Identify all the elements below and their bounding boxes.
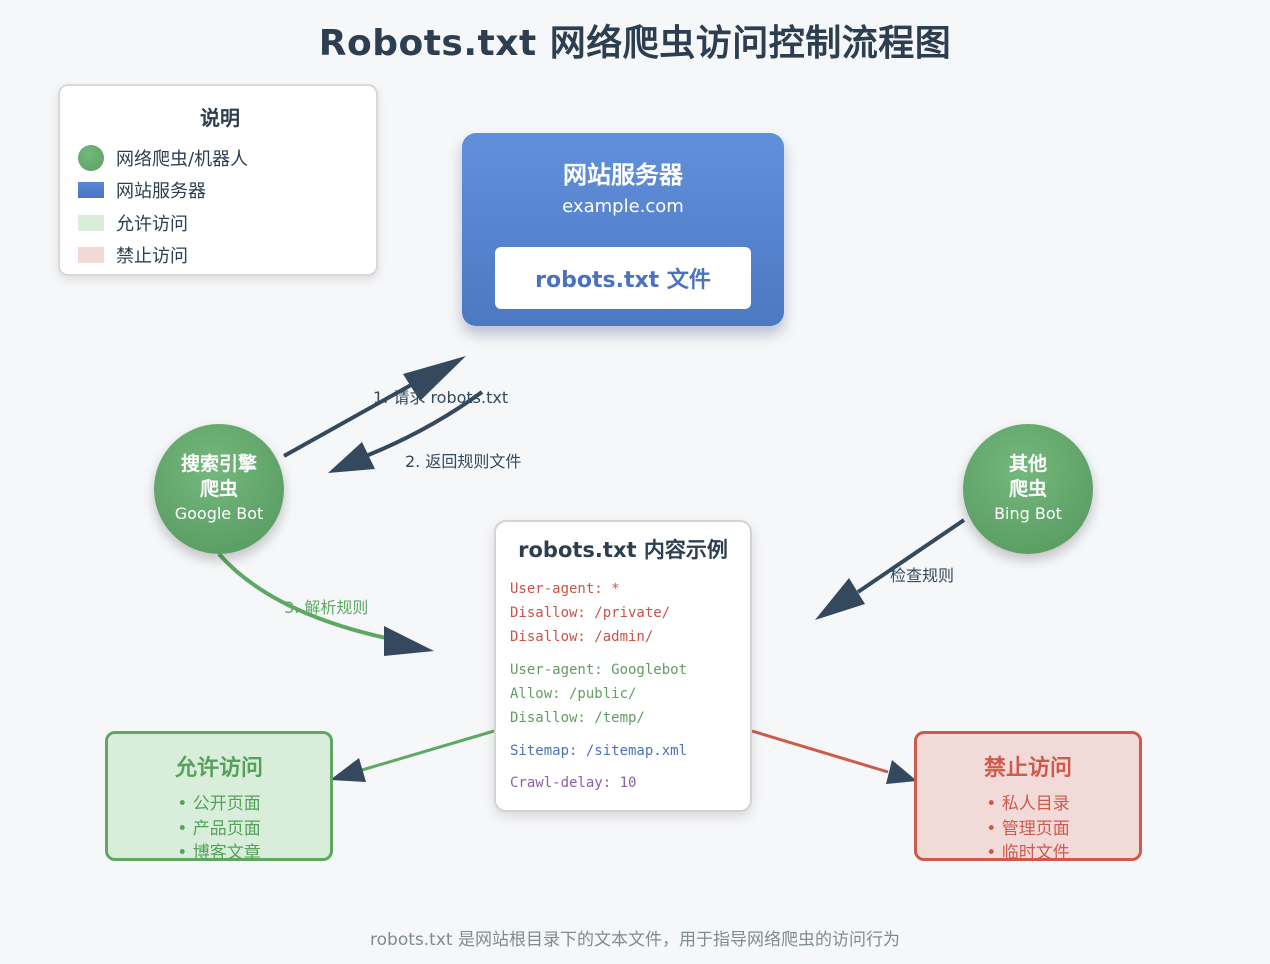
code-line: Allow: /public/ xyxy=(510,686,637,702)
legend-item-deny: 禁止访问 xyxy=(78,242,188,268)
legend-item-server: 网站服务器 xyxy=(78,177,206,203)
deny-item: • 临时文件 xyxy=(986,843,1070,863)
allow-connector xyxy=(361,729,495,772)
crawler-name: 搜索引擎 爬虫 xyxy=(154,452,284,502)
server-title: 网站服务器 xyxy=(563,161,683,189)
check-arrow xyxy=(856,518,966,594)
allow-item: • 博客文章 xyxy=(177,843,261,863)
code-line: User-agent: * xyxy=(510,581,620,597)
code-line: Disallow: /admin/ xyxy=(510,629,654,645)
deny-swatch-icon xyxy=(78,247,104,263)
crawler-name-line2: 爬虫 xyxy=(199,478,238,500)
allow-access-box: 允许访问 • 公开页面 • 产品页面 • 博客文章 xyxy=(105,731,333,863)
legend-item-crawler: 网络爬虫/机器人 xyxy=(78,145,248,171)
request-arrowhead xyxy=(403,356,466,401)
code-line: User-agent: Googlebot xyxy=(510,662,688,678)
deny-arrowhead xyxy=(886,760,917,784)
label-response: 2. 返回规则文件 xyxy=(405,452,522,471)
response-arrow xyxy=(365,390,484,458)
label-check: 检查规则 xyxy=(890,566,955,585)
robots-file-box: robots.txt 文件 xyxy=(495,247,751,309)
legend-title: 说明 xyxy=(200,106,240,130)
allow-arrowhead xyxy=(330,758,366,782)
allow-item: • 公开页面 xyxy=(177,794,261,814)
robots-content-card: robots.txt 内容示例 User-agent: * Disallow: … xyxy=(494,520,752,812)
deny-access-box: 禁止访问 • 私人目录 • 管理页面 • 临时文件 xyxy=(914,731,1142,863)
crawler-swatch-icon xyxy=(78,145,104,171)
crawler-name-line1: 搜索引擎 xyxy=(180,453,257,475)
legend-item-allow: 允许访问 xyxy=(78,210,188,236)
legend-label: 网站服务器 xyxy=(116,181,206,202)
google-crawler-node: 搜索引擎 爬虫 Google Bot xyxy=(154,424,284,554)
bing-crawler-node: 其他 爬虫 Bing Bot xyxy=(963,424,1093,554)
request-arrow xyxy=(283,378,421,458)
parse-arrow xyxy=(217,552,387,640)
deny-item: • 管理页面 xyxy=(986,819,1070,839)
legend-label: 允许访问 xyxy=(116,214,188,235)
deny-title: 禁止访问 xyxy=(983,756,1072,781)
code-line: Crawl-delay: 10 xyxy=(510,775,637,791)
crawler-name-line1: 其他 xyxy=(1008,453,1047,475)
code-line: Disallow: /temp/ xyxy=(510,710,645,726)
footer-note: robots.txt 是网站根目录下的文本文件，用于指导网络爬虫的访问行为 xyxy=(370,930,900,950)
check-arrowhead xyxy=(815,578,865,620)
label-parse: 3. 解析规则 xyxy=(284,598,369,617)
crawler-bot-name: Bing Bot xyxy=(994,504,1062,523)
legend: 说明 网络爬虫/机器人 网站服务器 允许访问 禁止访问 xyxy=(58,84,378,276)
content-title: robots.txt 内容示例 xyxy=(518,538,728,562)
crawler-bot-name: Google Bot xyxy=(174,504,264,523)
legend-label: 禁止访问 xyxy=(116,246,188,267)
code-line: Disallow: /private/ xyxy=(510,605,671,621)
web-server-node: 网站服务器 example.com robots.txt 文件 xyxy=(462,133,784,326)
deny-connector xyxy=(751,729,889,774)
parse-arrowhead xyxy=(384,626,434,656)
server-swatch-icon xyxy=(78,182,104,198)
page-title: Robots.txt 网络爬虫访问控制流程图 xyxy=(318,23,952,64)
crawler-name: 其他 爬虫 xyxy=(963,452,1093,502)
label-request: 1. 请求 robots.txt xyxy=(373,388,509,407)
allow-item: • 产品页面 xyxy=(177,819,261,839)
response-arrowhead xyxy=(328,442,375,473)
allow-title: 允许访问 xyxy=(174,756,263,781)
deny-item: • 私人目录 xyxy=(986,794,1070,814)
crawler-name-line2: 爬虫 xyxy=(1008,478,1047,500)
allow-swatch-icon xyxy=(78,215,104,231)
server-domain: example.com xyxy=(562,196,684,217)
code-line: Sitemap: /sitemap.xml xyxy=(510,743,688,759)
legend-label: 网络爬虫/机器人 xyxy=(116,149,249,170)
